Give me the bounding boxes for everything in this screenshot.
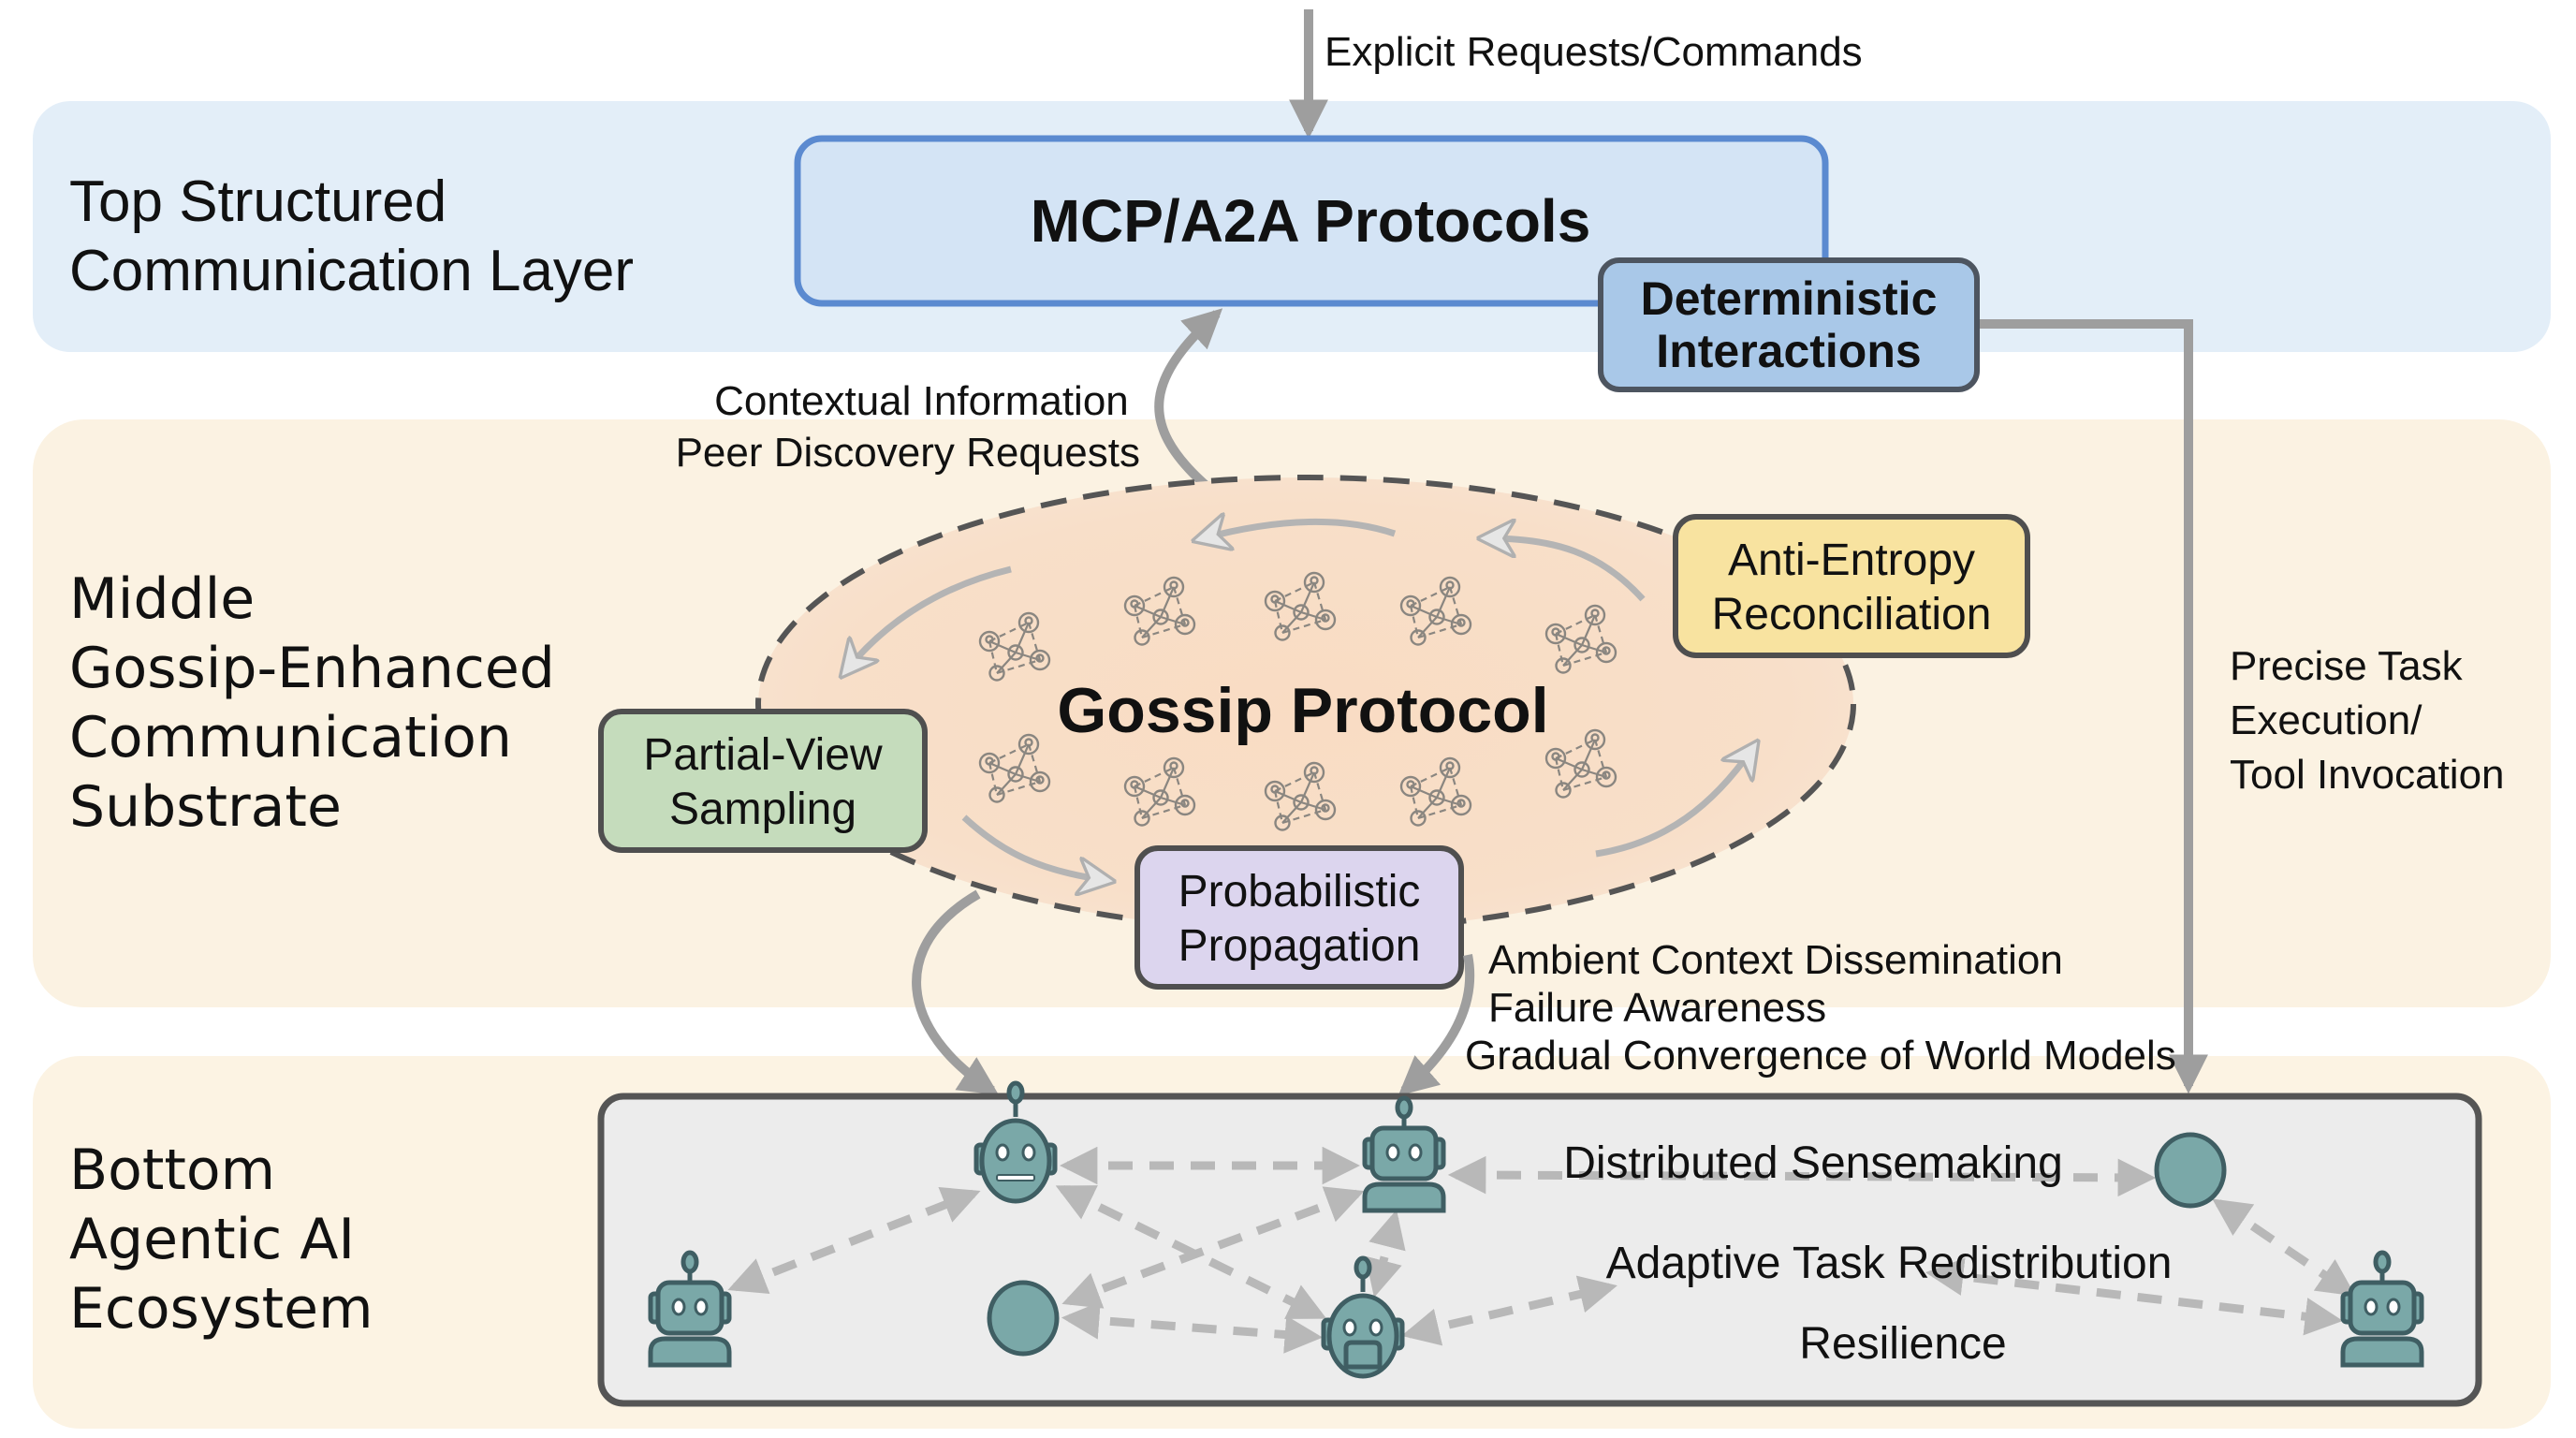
- anti-entropy-line2: Reconciliation: [1712, 590, 1992, 639]
- robot-agent-icon[interactable]: [648, 1250, 732, 1368]
- robot-agent-icon[interactable]: [1362, 1095, 1446, 1213]
- contextual-info-arrow: [1154, 308, 1223, 491]
- gossip-flow-arrow-4: [961, 814, 1105, 880]
- partial-view-sampling-box[interactable]: Partial-View Sampling: [598, 709, 928, 853]
- robot-agent-icon[interactable]: [1321, 1255, 1405, 1379]
- agent-node-icon[interactable]: [2154, 1132, 2227, 1209]
- agent-link-arrow: [1365, 1210, 1406, 1298]
- deterministic-label-line1: Deterministic: [1641, 272, 1938, 325]
- deterministic-label-line2: Interactions: [1656, 325, 1921, 377]
- probabilistic-line2: Propagation: [1178, 921, 1421, 971]
- agent-link-arrow: [1401, 1275, 1617, 1346]
- gossip-to-ecosystem-arrow-left: [912, 889, 1000, 1095]
- partial-view-line2: Sampling: [669, 785, 856, 834]
- agents: [648, 1080, 2424, 1379]
- agent-link-arrow: [727, 1186, 981, 1295]
- robot-agent-icon[interactable]: [973, 1080, 1058, 1204]
- agent-node-icon[interactable]: [987, 1280, 1060, 1357]
- precise-task-connector: [1975, 319, 2208, 1094]
- precise-task-label: Precise Task Execution/ Tool Invocation: [2230, 643, 2505, 798]
- anti-entropy-box[interactable]: Anti-Entropy Reconciliation: [1673, 514, 2030, 658]
- gossip-flow-arrow-5: [1595, 749, 1752, 858]
- agent-links: [727, 1146, 2356, 1354]
- anti-entropy-line1: Anti-Entropy: [1728, 536, 1975, 585]
- gossip-protocol-title: Gossip Protocol: [1057, 675, 1548, 746]
- gossip-to-ecosystem-arrow-right: [1398, 954, 1475, 1096]
- deterministic-interactions-box[interactable]: Deterministic Interactions: [1598, 257, 1980, 392]
- outcome-distributed-sensemaking: Distributed Sensemaking: [1563, 1138, 2063, 1188]
- probabilistic-propagation-box[interactable]: Probabilistic Propagation: [1134, 845, 1464, 990]
- top-layer-title: Top Structured Communication Layer: [69, 169, 634, 303]
- partial-view-line1: Partial-View: [643, 730, 883, 780]
- mcp-a2a-box[interactable]: MCP/A2A Protocols: [794, 135, 1829, 307]
- gossip-flow-arrow-1: [1203, 521, 1397, 538]
- outcome-adaptive-task-redistribution: Adaptive Task Redistribution: [1606, 1239, 2173, 1288]
- middle-layer-title: Middle Gossip-Enhanced Communication Sub…: [69, 566, 573, 840]
- contextual-info-label: Contextual Information Peer Discovery Re…: [676, 378, 1140, 476]
- mcp-a2a-label: MCP/A2A Protocols: [1031, 187, 1591, 255]
- gossip-flow-arrow-2: [1488, 538, 1646, 602]
- explicit-requests-label: Explicit Requests/Commands: [1325, 29, 1863, 75]
- gossip-protocol-region: [755, 475, 1856, 933]
- robot-agent-icon[interactable]: [2340, 1250, 2424, 1368]
- agent-link-arrow: [1061, 1186, 1365, 1309]
- agent-link-arrow: [1447, 1155, 2157, 1197]
- agent-link-arrow: [1925, 1257, 2344, 1336]
- bottom-layer-title: Bottom Agentic AI Ecosystem: [69, 1137, 373, 1342]
- probabilistic-line1: Probabilistic: [1178, 867, 1421, 917]
- outcome-resilience: Resilience: [1799, 1319, 2006, 1369]
- ambient-context-label: Ambient Context Dissemination Failure Aw…: [1465, 937, 2176, 1078]
- gossip-flow-arrow-3: [847, 565, 1012, 669]
